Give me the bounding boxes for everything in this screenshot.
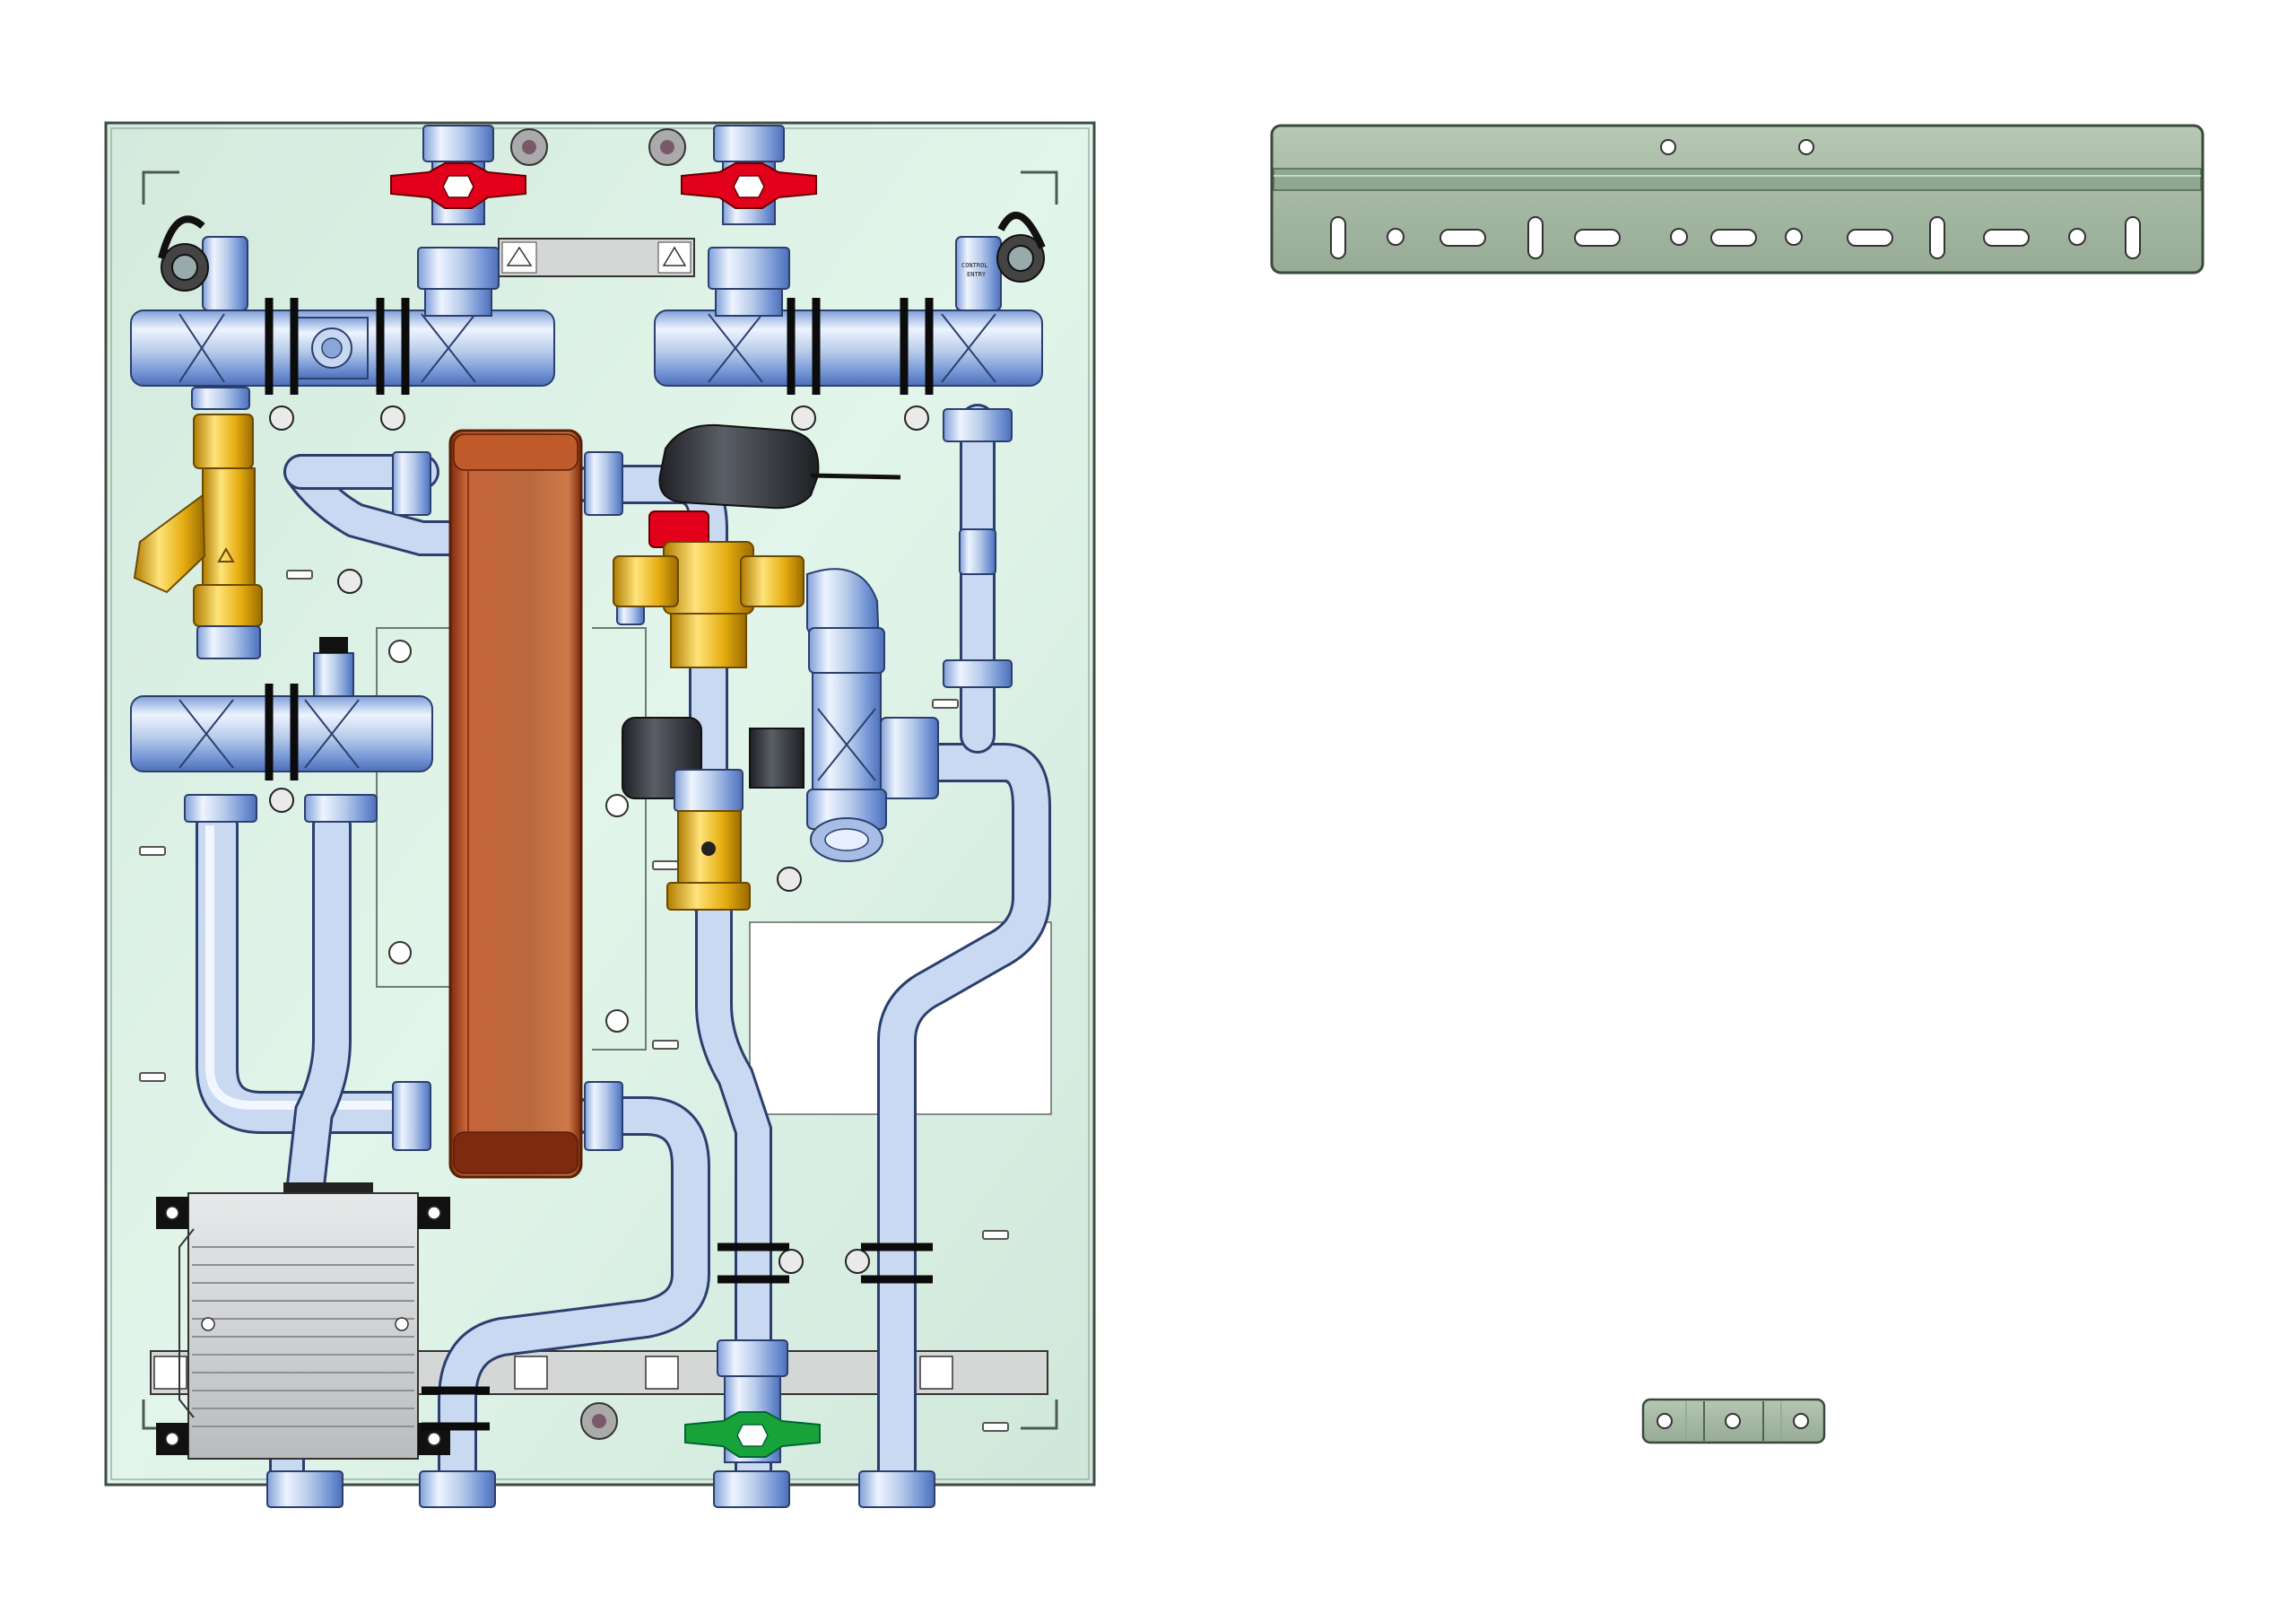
manifold-top-left — [130, 310, 555, 387]
manifold-top-right — [654, 310, 1043, 387]
thermostatic-valve — [622, 717, 804, 911]
pipe-clamp — [422, 1243, 933, 1431]
ball-valve-top-right — [681, 125, 817, 317]
rail-slot — [1330, 216, 2141, 259]
wall-mounting-rail — [1270, 124, 2205, 275]
ball-valve-bottom-green — [684, 1339, 821, 1463]
air-vent-right: CONTROL ENTRY — [955, 212, 1046, 311]
panel-mounting-slot — [139, 570, 1009, 1432]
rail-hole — [1387, 139, 2086, 246]
panel-boss — [510, 128, 686, 1440]
manifold-mid-left — [130, 637, 433, 772]
y-strainer — [133, 414, 263, 659]
ball-valve-top-left — [390, 125, 526, 317]
bracket-screw — [388, 640, 629, 1033]
vent-label-line2: ENTRY — [967, 271, 987, 278]
label-plate-top — [498, 238, 695, 277]
air-vent-left — [158, 215, 248, 311]
motorized-valve — [613, 423, 901, 668]
clip-screw — [269, 406, 929, 1274]
union-tee — [806, 568, 939, 862]
plate-heat-exchanger — [448, 429, 583, 1179]
small-mounting-bracket — [1641, 1398, 1826, 1444]
vent-label-line1: CONTROL — [961, 262, 988, 269]
circulation-pump — [156, 1182, 450, 1460]
bottom-connection — [266, 1470, 344, 1508]
pipe-clip — [265, 298, 934, 780]
